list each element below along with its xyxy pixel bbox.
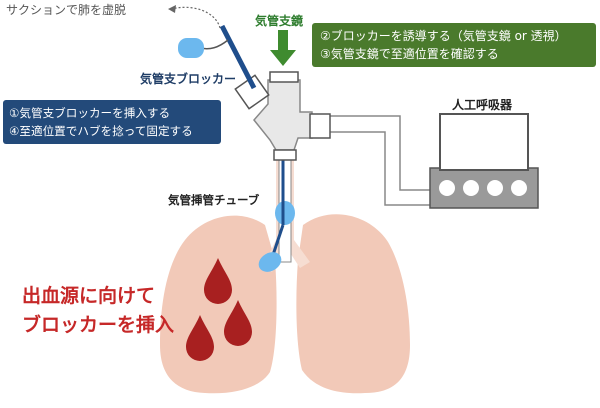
ventilator-circuit-bottom — [330, 131, 430, 206]
ventilator-knob-2 — [463, 180, 479, 196]
callout-line-2: ブロッカーを挿入 — [22, 314, 175, 336]
steps-blue-box: ①気管支ブロッカーを挿入する ④至適位置でハブを捻って固定する — [3, 100, 221, 144]
step-1-text: ①気管支ブロッカーを挿入する — [9, 106, 171, 120]
connector-port-right — [309, 113, 331, 139]
ventilator-knob-4 — [511, 180, 527, 196]
ventilator-circuit-top — [330, 115, 430, 191]
blood-drop-2 — [186, 315, 214, 361]
suction-arrow-head — [168, 5, 176, 13]
blocker-pilot-line — [199, 39, 229, 50]
blocker-adapter — [234, 74, 270, 110]
ventilator-screen — [439, 113, 529, 171]
left-lung — [296, 214, 410, 394]
right-lung — [160, 215, 277, 394]
bleeding-callout: 出血源に向けて ブロッカーを挿入 — [22, 282, 174, 340]
blocker-catheter-outer — [219, 24, 257, 90]
suction-arrow — [171, 6, 221, 29]
ventilator-knob-3 — [487, 180, 503, 196]
connector-port-top — [269, 71, 299, 83]
ventilator-label: 人工呼吸器 — [452, 98, 513, 112]
bronchoscope-arrow-head — [270, 50, 296, 66]
bronchoscope-arrow-shaft — [278, 30, 288, 52]
step-3-text: ③気管支鏡で至適位置を確認する — [320, 47, 499, 61]
endotracheal-tube-label: 気管挿管チューブ — [168, 193, 260, 207]
bronchoscope-label: 気管支鏡 — [255, 14, 304, 28]
connector-port-bottom — [273, 149, 297, 161]
steps-green-box: ②ブロッカーを誘導する（気管支鏡 or 透視） ③気管支鏡で至適位置を確認する — [312, 23, 596, 67]
blocker-label: 気管支ブロッカー — [140, 72, 237, 86]
tube-cuff — [275, 201, 295, 225]
suction-label: サクションで肺を虚脱 — [6, 3, 127, 17]
y-connector — [253, 79, 313, 151]
blood-drop-1 — [204, 258, 232, 304]
step-4-text: ④至適位置でハブを捻って固定する — [9, 124, 193, 138]
pilot-balloon — [178, 38, 204, 58]
ventilator-knob-1 — [439, 180, 455, 196]
blood-drop-3 — [224, 300, 252, 346]
step-2-text: ②ブロッカーを誘導する（気管支鏡 or 透視） — [320, 29, 567, 43]
blocker-balloon — [258, 252, 282, 272]
callout-line-1: 出血源に向けて — [22, 285, 156, 307]
